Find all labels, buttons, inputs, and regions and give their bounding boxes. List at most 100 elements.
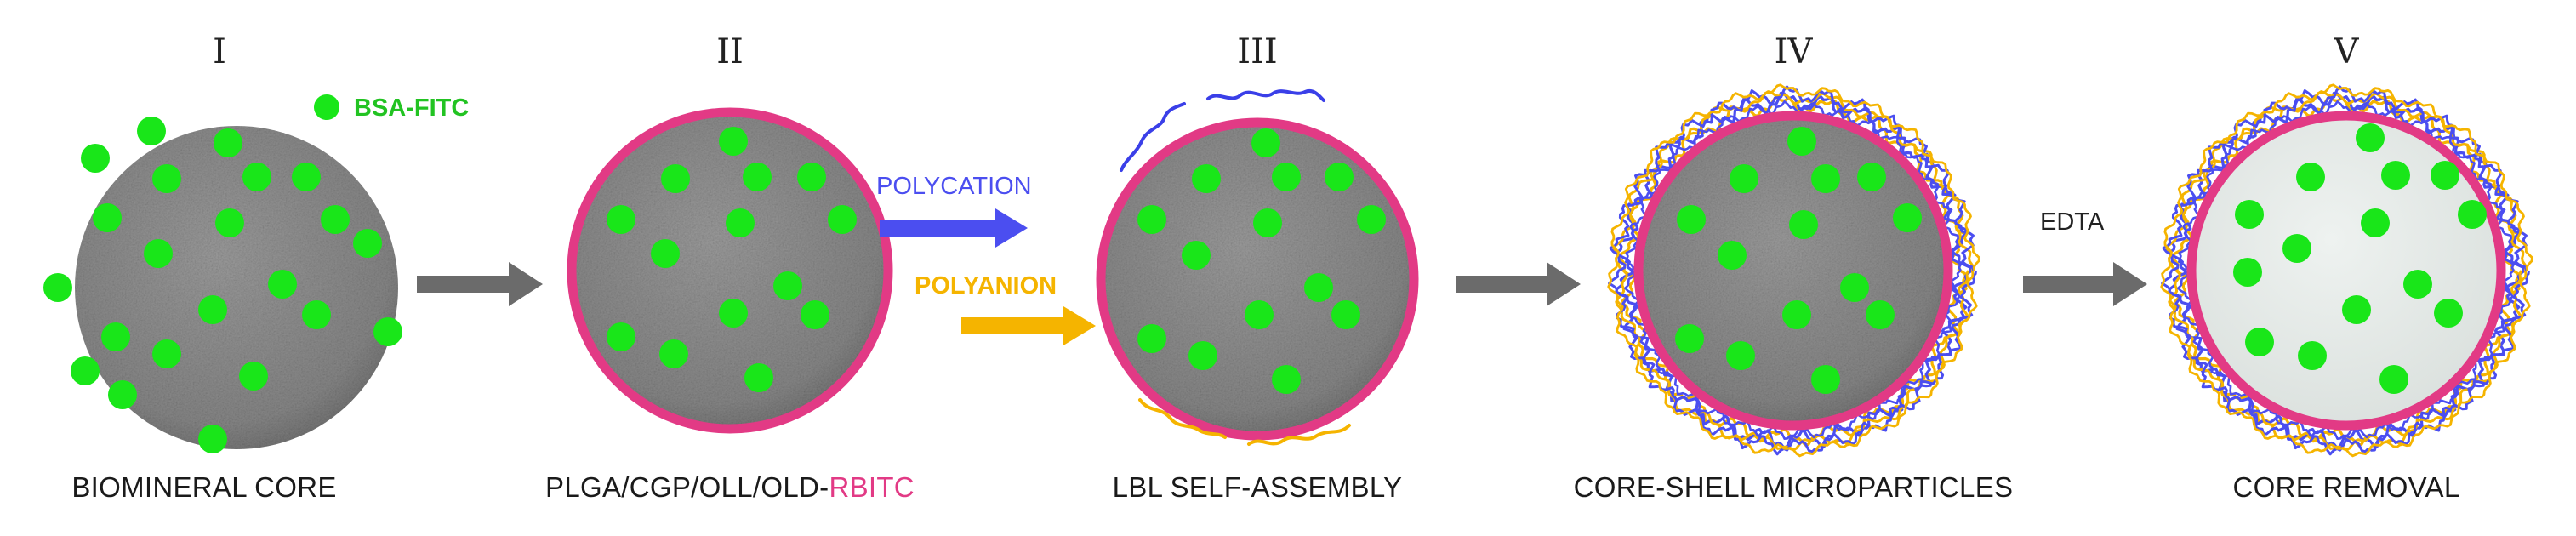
bsa-fitc-dot: [1811, 365, 1840, 394]
hollow-capsule-shell: [2186, 111, 2506, 431]
coated-core-particle: [572, 112, 888, 429]
stage-2-coated-core: [567, 107, 893, 434]
bsa-fitc-dot: [1137, 324, 1166, 353]
bsa-fitc-label: BSA-FITC: [354, 94, 469, 122]
bsa-fitc-dots: [2233, 123, 2487, 394]
bsa-fitc-dot: [1718, 241, 1747, 270]
stage-1-caption: BIOMINERAL CORE: [71, 471, 336, 503]
bsa-fitc-dot: [1272, 163, 1301, 191]
stage-2-caption: PLGA/CGP/OLL/OLD-RBITC: [545, 471, 915, 503]
biomineral-core-particle: [75, 126, 398, 449]
bsa-fitc-dot: [2403, 270, 2432, 299]
stage-3-numeral: III: [1237, 32, 1277, 71]
polyelectrolyte-multilayer: [2160, 83, 2533, 458]
bsa-fitc-dot: [1188, 341, 1217, 370]
bsa-fitc-dot: [215, 208, 244, 237]
polyanion-strand: [1138, 398, 1227, 439]
edta-label: EDTA: [2040, 208, 2105, 236]
bsa-fitc-dots: [1675, 127, 1922, 394]
bsa-fitc-dot: [2379, 365, 2408, 394]
bsa-fitc-dot: [2434, 299, 2463, 328]
bsa-fitc-dot: [1857, 163, 1886, 191]
stage-3-lbl-assembly: [1096, 89, 1419, 446]
bsa-fitc-dot: [651, 239, 680, 268]
bsa-fitc-dot: [144, 239, 173, 268]
polycation-arrow: [880, 208, 1028, 248]
bsa-fitc-dot: [1782, 300, 1811, 329]
bsa-fitc-dot: [1251, 128, 1280, 157]
polyanion-strand: [1247, 424, 1351, 446]
bsa-fitc-dot: [828, 205, 857, 234]
bsa-fitc-dot: [1331, 300, 1360, 329]
polycation-strand: [1120, 102, 1186, 172]
stage-4-core-shell: [1607, 83, 1980, 458]
bsa-fitc-dot: [1811, 164, 1840, 193]
bsa-fitc-label-group: BSA-FITC: [314, 94, 469, 122]
bsa-fitc-dot: [1789, 210, 1818, 239]
bsa-fitc-dot: [1866, 300, 1895, 329]
bsa-fitc-dot: [2381, 161, 2410, 190]
bsa-fitc-dot: [1675, 324, 1704, 353]
bsa-fitc-dot: [1272, 365, 1301, 394]
bsa-fitc-dot: [321, 205, 350, 234]
bsa-fitc-dot: [2282, 234, 2311, 263]
bsa-fitc-dot: [2296, 163, 2325, 191]
stage-5-numeral: V: [2334, 32, 2360, 71]
polyanion-arrow: [961, 306, 1096, 345]
bsa-fitc-dot: [2233, 258, 2262, 287]
process-arrow-3: [2023, 262, 2147, 306]
bsa-fitc-dot: [242, 163, 271, 191]
lbl-core-particle: [1101, 123, 1414, 436]
bsa-fitc-dot: [1304, 273, 1333, 302]
bsa-fitc-dot: [2458, 200, 2487, 229]
polycation-layer: [2161, 85, 2530, 456]
bsa-fitc-dot: [101, 322, 130, 351]
polycation-strand: [1206, 89, 1325, 102]
bsa-fitc-dots: [607, 127, 857, 392]
lbl-polymer-shell: [1096, 117, 1419, 441]
bsa-fitc-dot: [1893, 203, 1922, 232]
bsa-fitc-dot: [198, 295, 227, 324]
bsa-fitc-dot: [1730, 164, 1758, 193]
bsa-fitc-dot: [1787, 127, 1816, 156]
bsa-fitc-dot: [1253, 208, 1282, 237]
bsa-fitc-dot: [801, 300, 829, 329]
bsa-fitc-dot: [373, 317, 402, 346]
bsa-fitc-dot: [2235, 200, 2264, 229]
bsa-fitc-dot: [726, 208, 755, 237]
bsa-fitc-dot: [353, 229, 382, 258]
bsa-fitc-dot: [108, 380, 137, 409]
bsa-fitc-dot: [2356, 123, 2385, 152]
stage-2-caption-main: PLGA/CGP/OLL/OLD-: [545, 471, 829, 503]
bsa-fitc-dot: [137, 117, 166, 145]
bsa-fitc-dot: [1137, 205, 1166, 234]
bsa-fitc-dot: [719, 299, 748, 328]
bsa-fitc-dot: [43, 273, 72, 302]
bsa-fitc-dot: [152, 339, 181, 368]
polyanion-layer: [1612, 90, 1975, 452]
polyanion-layer: [1607, 83, 1980, 458]
polycation-label: POLYCATION: [876, 173, 1032, 200]
bsa-fitc-dot: [81, 144, 110, 173]
bsa-fitc-dot: [607, 322, 635, 351]
bsa-fitc-dot: [93, 203, 122, 232]
bsa-fitc-dot: [797, 163, 826, 191]
bsa-fitc-dot: [2245, 328, 2274, 356]
process-arrow-1: [417, 262, 543, 306]
process-arrow-2: [1456, 262, 1581, 306]
stage-3-caption: LBL SELF-ASSEMBLY: [1113, 471, 1403, 503]
bsa-fitc-dot: [302, 300, 331, 329]
polyanion-layer: [2165, 90, 2528, 452]
polycation-layer: [2177, 100, 2515, 440]
polyanion-label: POLYANION: [915, 272, 1057, 299]
bsa-fitc-dot: [773, 271, 802, 300]
stage-5-caption: CORE REMOVAL: [2232, 471, 2459, 503]
bsa-fitc-dot: [744, 363, 773, 392]
bsa-fitc-dot: [2431, 161, 2459, 190]
bsa-fitc-legend-dot: [314, 94, 339, 120]
rbitc-polymer-shell: [567, 107, 893, 434]
bsa-fitc-dots: [43, 117, 402, 453]
bsa-fitc-dot: [719, 127, 748, 156]
polycation-layer: [1624, 100, 1962, 440]
